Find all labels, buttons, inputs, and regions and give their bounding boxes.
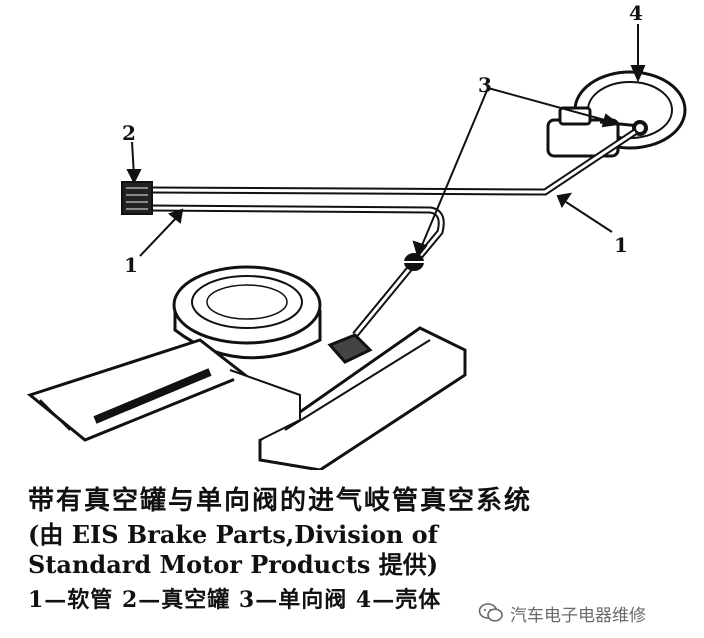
watermark-text: 汽车电子电器维修: [510, 605, 646, 626]
callout-4: 4: [629, 1, 643, 25]
caption-title: 带有真空罐与单向阀的进气岐管真空系统: [28, 486, 533, 516]
leader-lines: [126, 24, 646, 259]
check-valve-booster: [632, 120, 648, 136]
wechat-icon: [478, 603, 503, 622]
callout-2: 2: [122, 121, 136, 145]
vacuum-hose-upper: [149, 129, 637, 196]
vacuum-system-diagram: 4 3 2 1 1: [26, 1, 687, 470]
callout-1-right: 1: [614, 233, 628, 257]
caption-legend: 1—软管 2—真空罐 3—单向阀 4—壳体: [28, 587, 442, 613]
vacuum-hose-lower: [149, 204, 445, 338]
air-cleaner: [172, 265, 322, 360]
intake-manifold: [26, 326, 467, 470]
vacuum-canister: [121, 181, 153, 215]
caption-source-line-1: (由 EIS Brake Parts,Division of: [28, 520, 438, 549]
callout-3: 3: [478, 73, 492, 97]
watermark: 汽车电子电器维修: [478, 598, 646, 628]
check-valve-inline: [404, 253, 424, 271]
caption-source-line-2: Standard Motor Products 提供): [28, 550, 439, 579]
callout-1-left: 1: [124, 253, 138, 277]
